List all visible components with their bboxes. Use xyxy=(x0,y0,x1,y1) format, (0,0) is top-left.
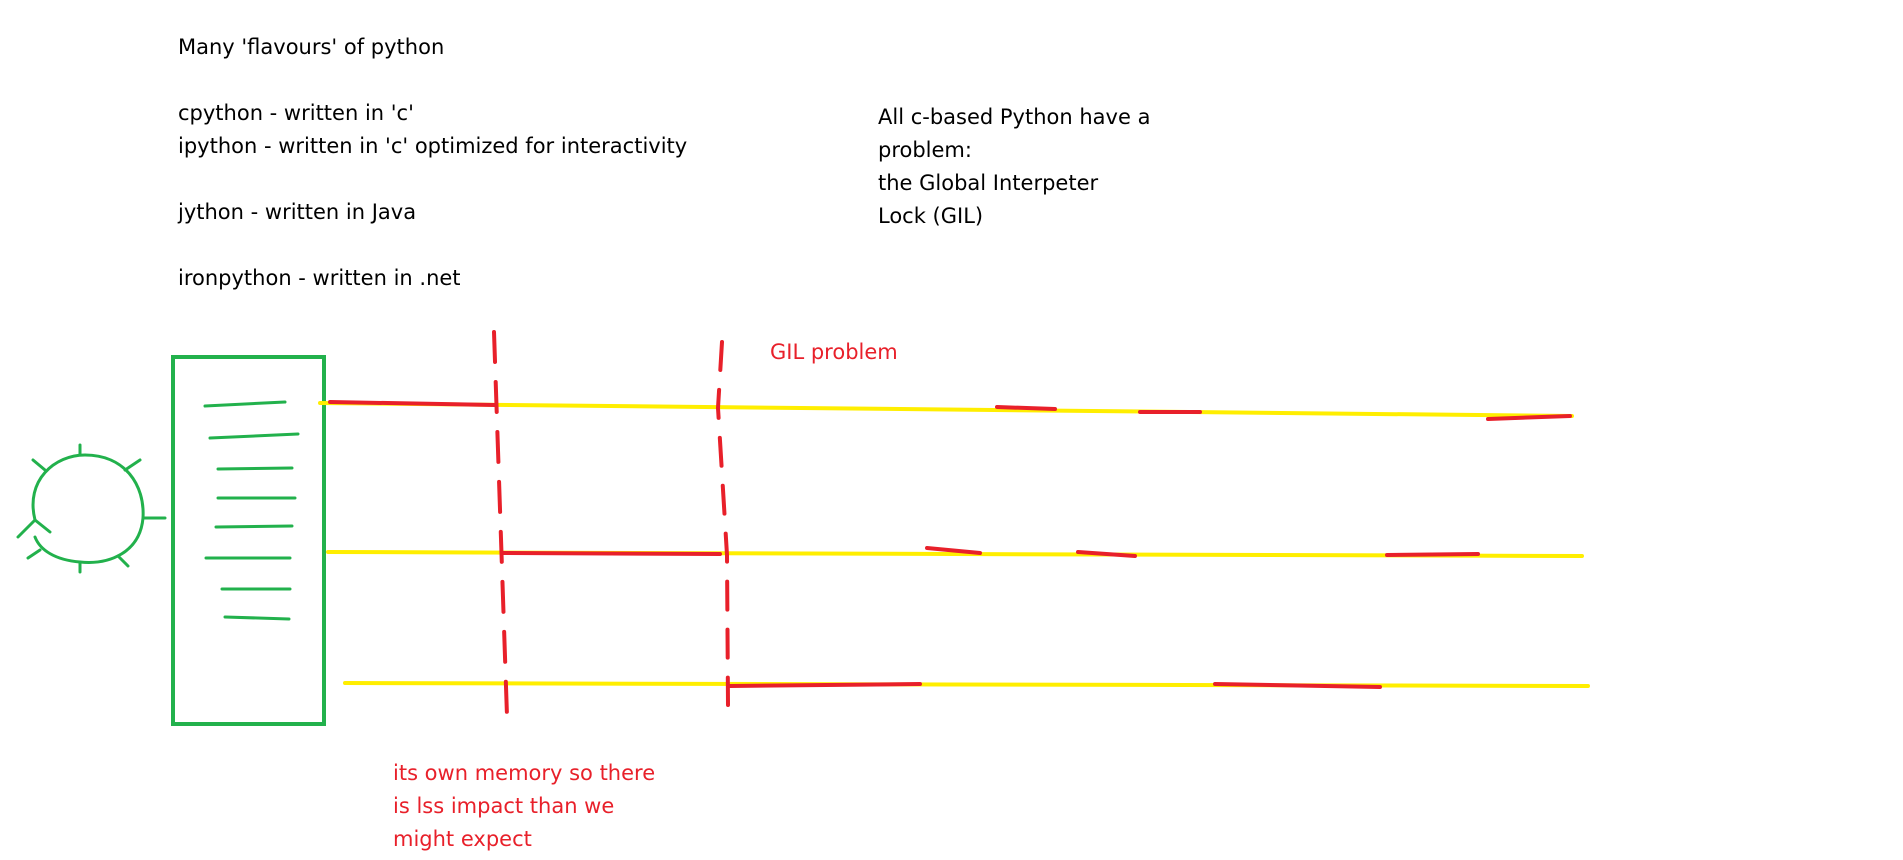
dashed-marker-right xyxy=(715,340,730,707)
flavours-line xyxy=(178,163,687,196)
process-box xyxy=(171,355,326,726)
process-box-icon xyxy=(171,355,326,726)
memory-note: its own memory so there is lss impact th… xyxy=(393,757,655,856)
gil-note-line: the Global Interpeter xyxy=(878,171,1099,195)
gil-note-line: problem: xyxy=(878,138,972,162)
thread-line-3 xyxy=(343,681,1590,688)
gil-explanation-note: All c-based Python have a problem: the G… xyxy=(878,101,1150,233)
memory-note-line: is lss impact than we xyxy=(393,794,615,818)
gil-problem-label: GIL problem xyxy=(770,340,898,364)
process-box-stripes xyxy=(203,400,300,621)
memory-note-line: its own memory so there xyxy=(393,761,656,785)
flavours-line: cpython - written in 'c' xyxy=(178,101,414,125)
circular-arrow-icon xyxy=(16,443,167,574)
gil-note-line: Lock (GIL) xyxy=(878,204,984,228)
flavours-line xyxy=(178,64,687,97)
dashed-markers xyxy=(492,330,730,718)
gil-segments xyxy=(328,400,1572,689)
thread-line-1 xyxy=(318,401,1574,418)
flavours-line: Many 'flavours' of python xyxy=(178,35,445,59)
dashed-marker-left xyxy=(492,330,509,718)
flavours-line xyxy=(178,229,687,262)
memory-note-line: might expect xyxy=(393,827,532,851)
flavours-line: ironpython - written in .net xyxy=(178,266,461,290)
gil-note-line: All c-based Python have a xyxy=(878,105,1151,129)
thread-lines xyxy=(318,401,1590,688)
flavours-line: jython - written in Java xyxy=(178,200,417,224)
python-flavours-note: Many 'flavours' of python cpython - writ… xyxy=(178,31,687,295)
flavours-line: ipython - written in 'c' optimized for i… xyxy=(178,134,688,158)
